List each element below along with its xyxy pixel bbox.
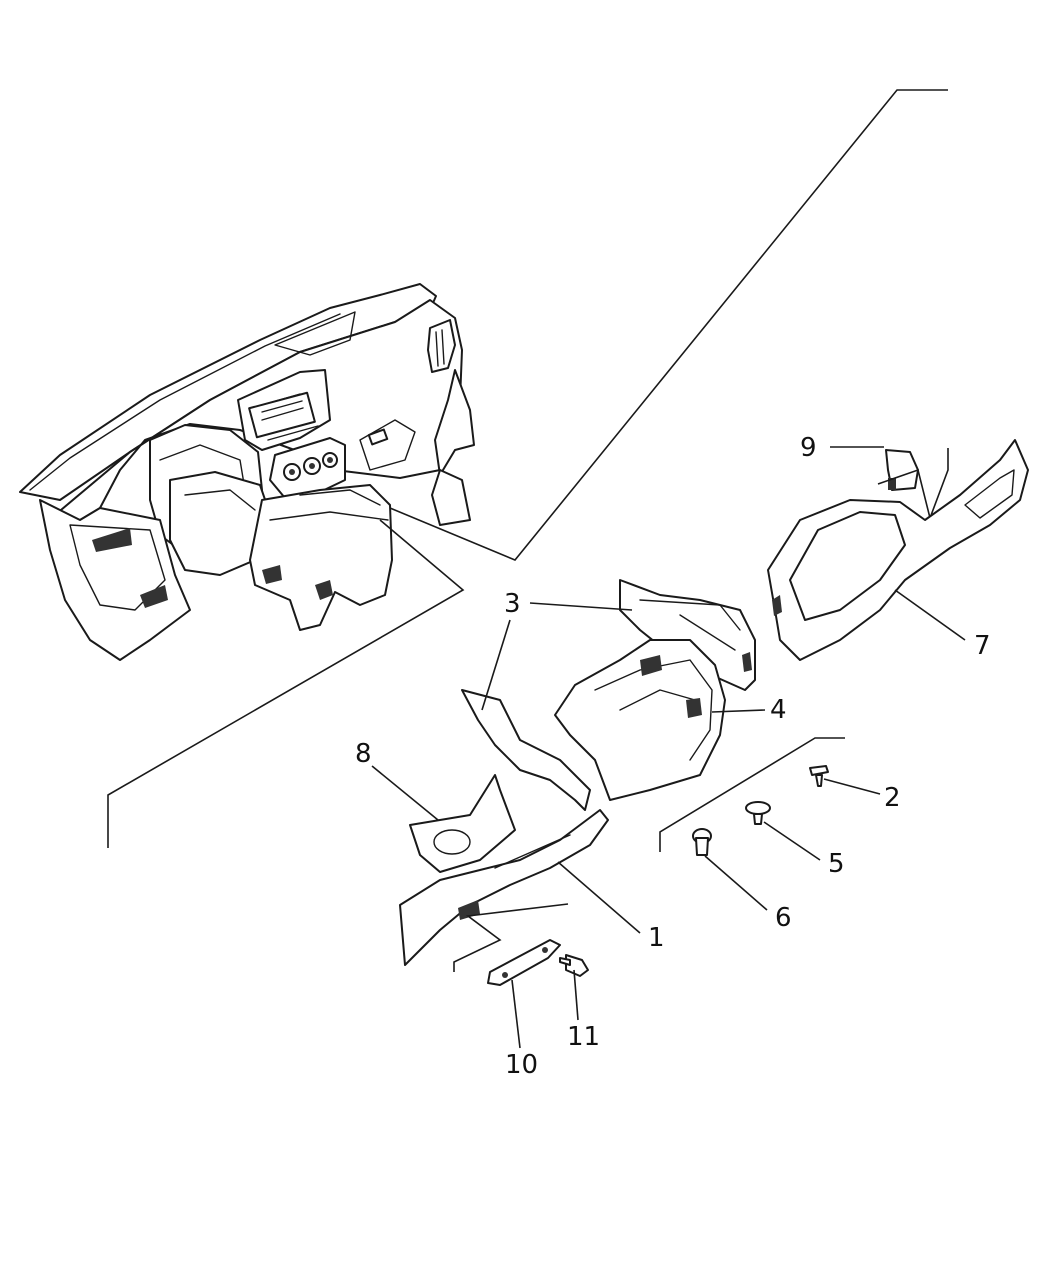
leader-3-upper	[529, 602, 633, 611]
assembly-bracket-lower	[107, 519, 465, 848]
callout-10: 10	[505, 1050, 538, 1080]
leader-8	[371, 765, 439, 821]
callout-4: 4	[770, 695, 787, 725]
instrument-panel-assembly	[19, 283, 475, 661]
bracket-4-fasteners	[659, 737, 845, 852]
part-3-lower-shroud	[461, 689, 591, 811]
part-5-push-pin	[745, 801, 771, 825]
part-11-screw	[559, 954, 589, 977]
part-9-clip	[885, 449, 919, 491]
callout-6: 6	[775, 903, 792, 933]
bracket-10-1	[453, 903, 569, 972]
part-2-screw	[809, 765, 829, 787]
part-7-cluster-bezel	[767, 439, 1029, 661]
part-8-trim-panel	[409, 774, 516, 873]
callout-3: 3	[504, 589, 521, 619]
assembly-bracket-upper	[389, 89, 948, 561]
callout-9: 9	[800, 433, 817, 463]
part-10-bracket	[487, 939, 561, 986]
part-6-fastener	[692, 828, 712, 856]
leader-10	[511, 979, 521, 1049]
part-4-column-housing	[554, 639, 726, 801]
leader-4	[711, 709, 766, 713]
callout-1: 1	[648, 923, 665, 953]
callout-2: 2	[884, 783, 901, 813]
leader-1	[557, 861, 641, 934]
leader-11	[573, 969, 579, 1021]
callout-5: 5	[828, 849, 845, 879]
leader-7	[894, 589, 966, 641]
leader-2	[823, 778, 881, 795]
callout-8: 8	[355, 739, 372, 769]
callout-11: 11	[567, 1022, 600, 1052]
leader-3-lower	[481, 619, 511, 711]
part-3-upper-cover	[619, 579, 756, 691]
callout-7: 7	[974, 631, 991, 661]
leader-6	[704, 855, 768, 911]
leader-5	[763, 821, 821, 861]
